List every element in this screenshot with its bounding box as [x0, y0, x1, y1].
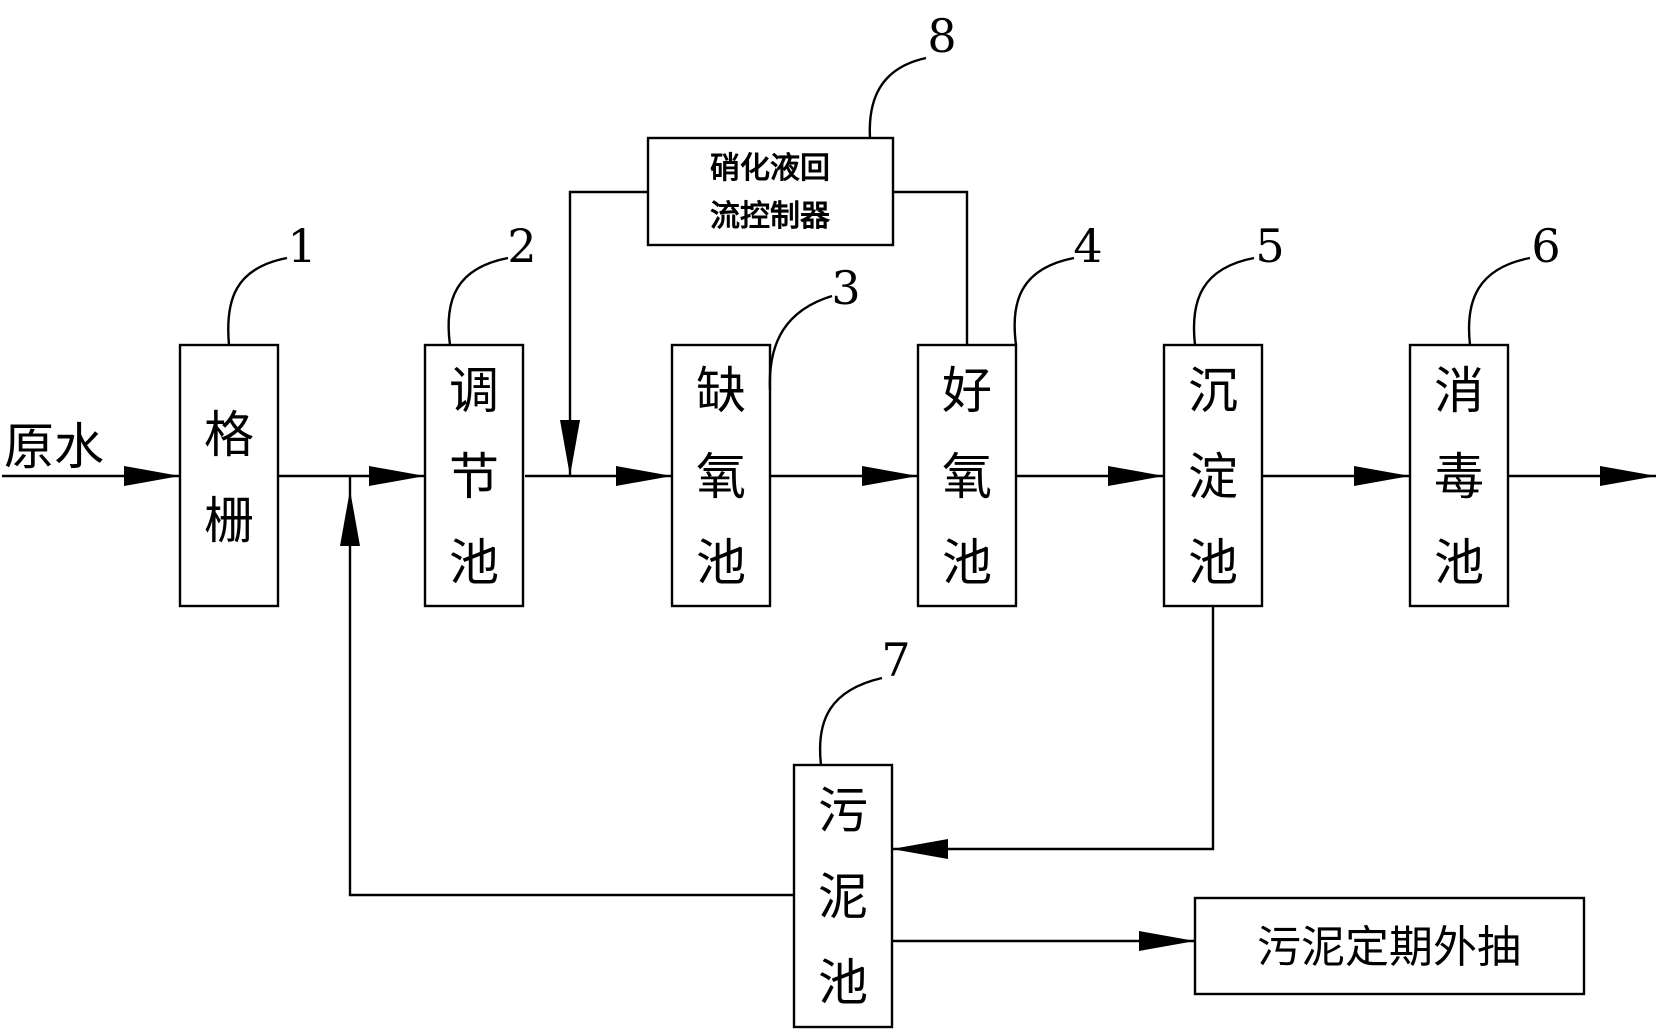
ref-number-7: 7	[881, 633, 910, 687]
sludge-label-char-1: 污	[818, 782, 868, 840]
unit-boxes	[178, 136, 1586, 1029]
arrowheads	[124, 420, 1656, 951]
aerobic-tank-box	[916, 343, 1018, 608]
anoxic-label-char-3: 池	[696, 534, 746, 592]
leader-lines	[227, 56, 1531, 766]
regulating-label-char-3: 池	[449, 534, 499, 592]
sedimentation-label-char-2: 淀	[1188, 448, 1238, 506]
arrow-to-anoxic	[616, 466, 672, 486]
arrow-to-regulating	[369, 466, 425, 486]
ref-number-2: 2	[507, 219, 536, 273]
disinfection-tank-box	[1408, 343, 1510, 608]
grating-box	[178, 343, 280, 608]
regulating-label-char-1: 调	[449, 362, 499, 420]
arrow-raw-water	[124, 466, 180, 486]
anoxic-tank-box	[670, 343, 772, 608]
grating-label-char-1: 格	[204, 406, 254, 464]
sludge-tank-box	[792, 763, 894, 1029]
leader-7	[818, 676, 883, 766]
ref-number-5: 5	[1255, 219, 1284, 273]
aerobic-label-char-1: 好	[942, 362, 992, 420]
aerobic-label-char-3: 池	[942, 534, 992, 592]
leader-2	[447, 256, 509, 346]
arrow-recycle-down	[560, 420, 580, 476]
anoxic-label-char-2: 氧	[696, 448, 746, 506]
flow-lines	[2, 190, 1656, 943]
arrow-to-aerobic	[862, 466, 918, 486]
raw-water-label: 原水	[4, 418, 104, 476]
controller-box	[646, 136, 895, 247]
ref-number-6: 6	[1531, 219, 1560, 273]
ref-number-3: 3	[831, 261, 860, 315]
discharge-box	[1193, 896, 1586, 996]
reference-numbers: 1 2 3 4 5 6 7 8	[287, 9, 1560, 687]
disinfection-label-char-3: 池	[1434, 534, 1484, 592]
arrow-sludge-return-up	[340, 490, 360, 546]
leader-3	[768, 294, 833, 391]
leader-1	[227, 256, 288, 346]
leader-8	[868, 56, 927, 139]
sedimentation-tank-box	[1162, 343, 1264, 608]
recycle-line-to-anoxic	[568, 190, 648, 476]
regulating-tank-box	[423, 343, 525, 608]
arrow-to-disinfection	[1354, 466, 1410, 486]
disinfection-label-char-1: 消	[1434, 362, 1484, 420]
sludge-return-line	[348, 476, 794, 897]
arrow-to-sludge-tank	[892, 839, 948, 859]
sludge-label-char-3: 池	[818, 954, 868, 1012]
arrow-to-sedimentation	[1108, 466, 1164, 486]
leader-6	[1467, 256, 1531, 346]
arrow-to-discharge	[1139, 931, 1195, 951]
box-labels: 格 栅 调 节 池 缺 氧 池 好 氧 池 沉 淀 池 消 毒 池 污 泥 池 …	[204, 151, 1521, 1012]
grating-label-char-2: 栅	[204, 492, 254, 550]
discharge-label: 污泥定期外抽	[1257, 922, 1521, 973]
controller-label-line-2: 流控制器	[710, 199, 831, 234]
sludge-label-char-2: 泥	[818, 868, 868, 926]
sedimentation-label-char-1: 沉	[1188, 362, 1238, 420]
recycle-line-from-aerobic	[893, 190, 969, 350]
ref-number-1: 1	[287, 219, 316, 273]
sludge-line-from-sedimentation	[892, 607, 1215, 851]
sedimentation-label-char-3: 池	[1188, 534, 1238, 592]
regulating-label-char-2: 节	[449, 448, 499, 506]
ref-number-4: 4	[1073, 219, 1102, 273]
leader-5	[1192, 256, 1255, 346]
controller-label-line-1: 硝化液回	[710, 151, 830, 186]
leader-4	[1013, 256, 1075, 346]
arrow-effluent	[1600, 466, 1656, 486]
anoxic-label-char-1: 缺	[696, 362, 746, 420]
ref-number-8: 8	[927, 9, 956, 63]
disinfection-label-char-2: 毒	[1434, 448, 1484, 506]
aerobic-label-char-2: 氧	[942, 448, 992, 506]
